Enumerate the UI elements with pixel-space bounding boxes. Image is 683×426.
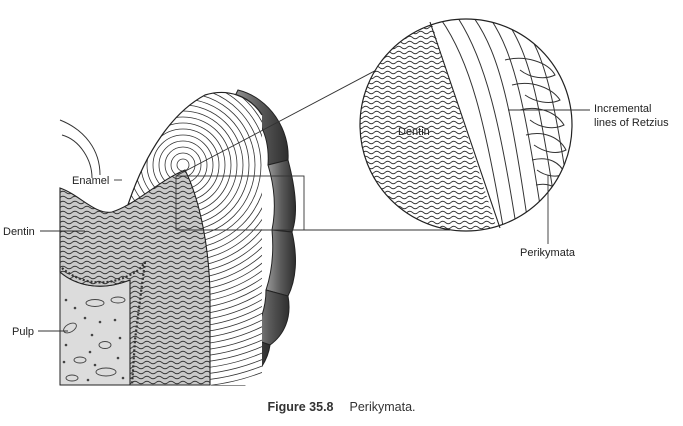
label-perikymata: Perikymata — [520, 247, 576, 259]
zoom-circle-outline — [359, 18, 573, 232]
label-incremental-line2: lines of Retzius — [594, 117, 669, 129]
zoom-circle — [359, 18, 573, 232]
label-incremental-line1: Incremental — [594, 103, 651, 115]
zoom-leader-line — [175, 65, 385, 177]
figure-caption-text: Perikymata. — [349, 400, 416, 414]
predentin-border — [61, 261, 146, 284]
label-enamel: Enamel — [72, 175, 109, 187]
contour-line — [59, 119, 101, 176]
dentin-region — [59, 169, 211, 386]
dentin-enamel-junction — [429, 21, 501, 229]
label-dentin: Dentin — [3, 226, 35, 238]
tooth-section — [59, 65, 450, 386]
figure-caption: Figure 35.8 Perikymata. — [0, 400, 683, 414]
labels: Enamel Dentin Pulp Dentin Incremental li… — [3, 103, 669, 338]
pulp-region — [59, 270, 131, 386]
predentin-border — [130, 261, 147, 386]
contour-line — [61, 134, 93, 179]
label-dentin-zoom: Dentin — [398, 126, 430, 138]
figure-number: Figure 35.8 — [267, 400, 334, 414]
label-pulp: Pulp — [12, 326, 34, 338]
